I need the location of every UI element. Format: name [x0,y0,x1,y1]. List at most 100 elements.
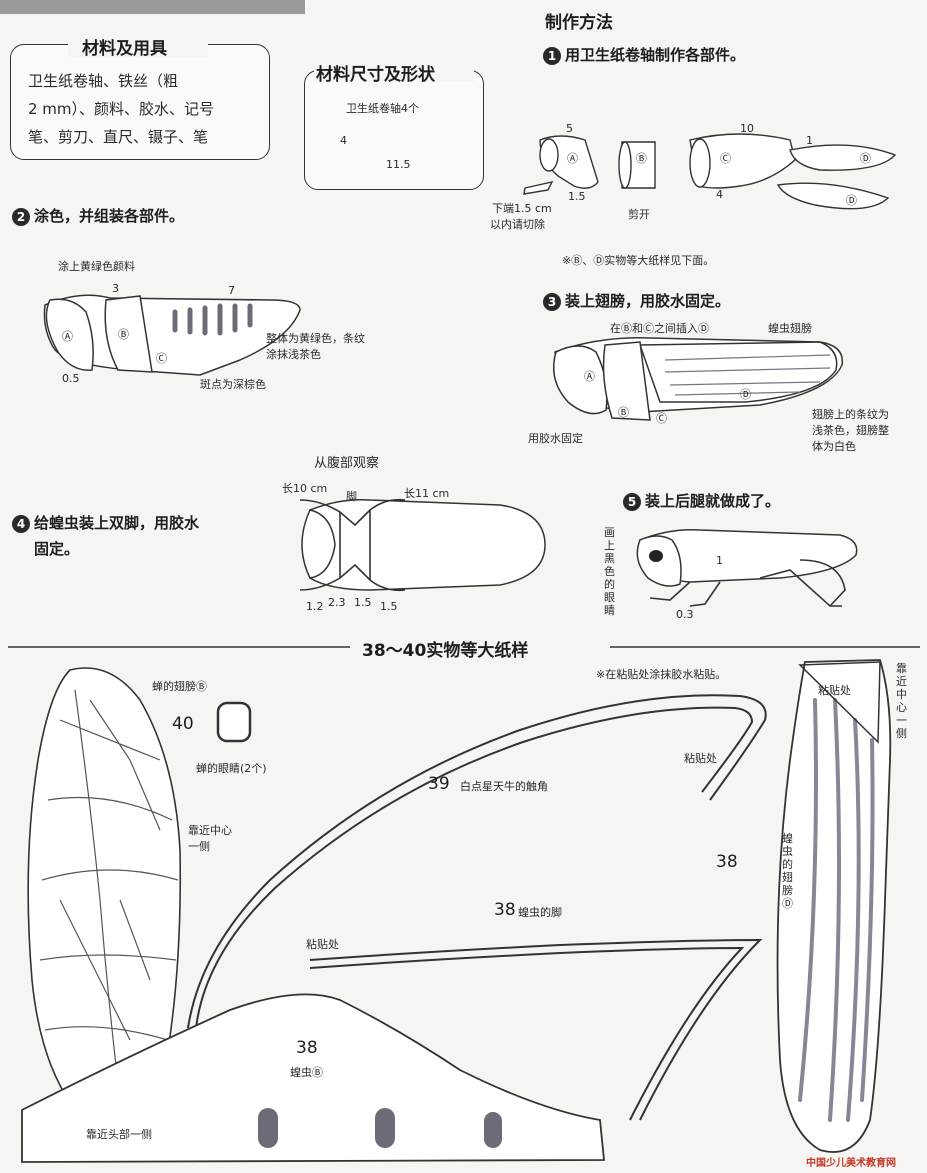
method-title: 制作方法 [545,13,613,33]
len-10: 长10 cm [282,482,328,495]
step5-insect [636,528,858,587]
step3-part-a: Ⓐ [584,370,595,383]
roll-label: 卫生纸卷轴4个 [346,102,419,115]
materials-line-1: 卫生纸卷轴、铁丝（粗 [28,72,179,90]
center-side-1: 靠近中心 [188,824,232,837]
wing-stripe-3: 体为白色 [812,440,856,453]
step2-body-2: 涂抹浅茶色 [266,348,321,361]
pattern-38-body: 38 [296,1038,318,1058]
pattern-39: 39 [428,774,450,794]
roll-dim-11-5: 11.5 [386,158,411,171]
insert-note: 在Ⓑ和Ⓒ之间插入Ⓓ [610,322,709,335]
wing-label: 蝗虫翅膀 [768,322,812,335]
part-c-label: Ⓒ [720,152,731,165]
step3-part-d: Ⓓ [740,388,751,401]
pattern-note: ※Ⓑ、Ⓓ实物等大纸样见下面。 [562,254,715,267]
wing-d-label: 蝗虫的翅膀Ⓓ [782,832,793,910]
part-d-label-2: Ⓓ [846,194,857,207]
leg-pattern-label: 蝗虫的脚 [518,906,562,919]
cut-open: 剪开 [628,208,650,221]
roll-dim-4: 4 [340,134,347,147]
step4-d4: 1.5 [380,600,398,613]
step4-d2: 2.3 [328,596,346,609]
sizes-box [304,70,484,190]
wing-stripe-1: 翅膀上的条纹为 [812,408,889,421]
step3-number: 3 [543,293,561,311]
step1-text: 用卫生纸卷轴制作各部件。 [565,46,746,64]
step5-dim-0-3: 0.3 [676,608,694,621]
wing-stripe-2: 浅茶色，翅膀整 [812,424,889,437]
cut-note-1: 下端1.5 cm [492,202,552,215]
step2-spots: 斑点为深棕色 [200,378,266,391]
glue-spot-antenna: 粘贴处 [684,752,717,765]
step1-parts [523,133,897,210]
cicada-wing-veins [39,689,179,1101]
sizes-title-bg [314,58,474,82]
step2-body-1: 整体为黄绿色，条纹 [266,332,365,345]
step2-paint: 涂上黄绿色颜料 [58,260,135,273]
body-spots [258,1108,502,1148]
materials-line-3: 笔、剪刀、直尺、镊子、笔 [28,128,209,146]
step2-dim-0-5: 0.5 [62,372,80,385]
step5-legs [649,559,846,607]
part-a-label: Ⓐ [567,152,578,165]
patterns-banner: 38～40实物等大纸样 [362,641,529,661]
step2-number: 2 [12,208,30,226]
step4-belly [301,498,546,591]
center-side-2: 一侧 [188,840,210,853]
len-11: 长11 cm [404,487,450,500]
glue-spot-wing: 粘贴处 [818,684,851,697]
step5-eye [649,550,663,562]
step5-text: 装上后腿就做成了。 [645,492,781,510]
leg-pattern [309,938,763,1121]
belly-view: 从腹部观察 [314,456,380,471]
materials-title: 材料及用具 [82,39,167,59]
cicada-eye-pattern [216,701,252,743]
body-pattern [21,993,605,1163]
antenna-label: 白点星天牛的触角 [460,780,548,793]
step4-d3: 1.5 [354,596,372,609]
step3-wing-lines [664,354,831,396]
sizes-title: 材料尺寸及形状 [316,65,435,85]
step5-dim-1: 1 [716,554,723,567]
part-b-label: Ⓑ [636,152,647,165]
antenna-pattern [187,694,767,1029]
cicada-wing-label: 蝉的翅膀Ⓑ [152,680,207,693]
glue-spot-leg: 粘贴处 [306,938,339,951]
step2-part-a: Ⓐ [62,330,73,343]
step4-text-1: 给蝗虫装上双脚，用胶水 [34,514,200,532]
dim-1: 1 [806,134,813,147]
wing-d-glue-flap [798,661,881,744]
center-vertical: 靠近中心一侧 [896,662,907,740]
watermark: 中国少儿美术教育网 [806,1158,896,1169]
cut-note-2: 以内请切除 [490,218,545,231]
step3-part-b: Ⓑ [618,406,629,419]
head-side: 靠近头部一侧 [86,1128,152,1141]
part-d-label-1: Ⓓ [860,152,871,165]
dim-1-5: 1.5 [568,190,586,203]
cicada-eye-label: 蝉的眼睛(2个) [196,762,267,775]
step4-legs [299,498,406,592]
eye-note: 画上黑色的眼睛 [604,526,615,617]
materials-box [10,44,270,160]
step2-insect [43,294,301,376]
step3-part-c: Ⓒ [656,412,667,425]
dim-4: 4 [716,188,723,201]
pattern-38-wing: 38 [716,852,738,872]
leg-label: 脚 [346,490,357,503]
glue-note: ※在粘贴处涂抹胶水粘贴。 [596,668,727,681]
step1-number: 1 [543,47,561,65]
step3-insect [553,337,844,421]
step2-stripes [172,303,253,336]
header-bar [0,0,305,14]
dim-5: 5 [566,122,573,135]
step2-part-b: Ⓑ [118,328,129,341]
step2-part-c: Ⓒ [156,352,167,365]
glue-fix: 用胶水固定 [528,432,583,445]
step4-text-2: 固定。 [34,540,80,558]
